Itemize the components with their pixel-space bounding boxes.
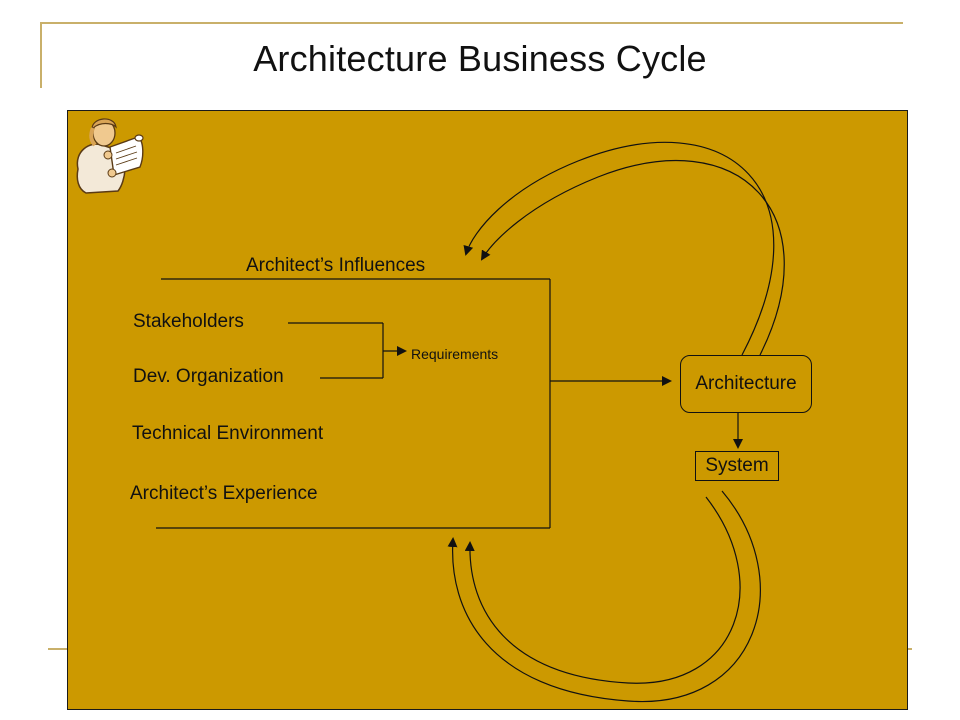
influence-stakeholders: Stakeholders: [133, 311, 244, 332]
architect-icon: [76, 118, 144, 194]
bottom-feedback-loop-inner: [464, 496, 741, 684]
influence-dev-organization: Dev. Organization: [133, 366, 284, 387]
top-feedback-loop-inner: [480, 160, 785, 356]
diagram-panel: Architect’s Influences Stakeholders Dev.…: [67, 110, 908, 710]
top-feedback-loop-outer: [463, 141, 775, 356]
bottom-feedback-loop-outer: [447, 490, 761, 703]
decorative-top-line: [40, 22, 903, 24]
system-box: System: [695, 451, 779, 481]
decorative-left-line: [40, 22, 42, 88]
slide-title: Architecture Business Cycle: [253, 38, 707, 79]
influence-technical-environment: Technical Environment: [132, 423, 324, 444]
influence-architects-experience: Architect’s Experience: [130, 483, 318, 504]
architects-influences-label: Architect’s Influences: [246, 255, 426, 276]
requirements-label: Requirements: [411, 346, 499, 362]
architecture-box: Architecture: [680, 355, 812, 413]
diagram-connectors: [156, 141, 785, 703]
